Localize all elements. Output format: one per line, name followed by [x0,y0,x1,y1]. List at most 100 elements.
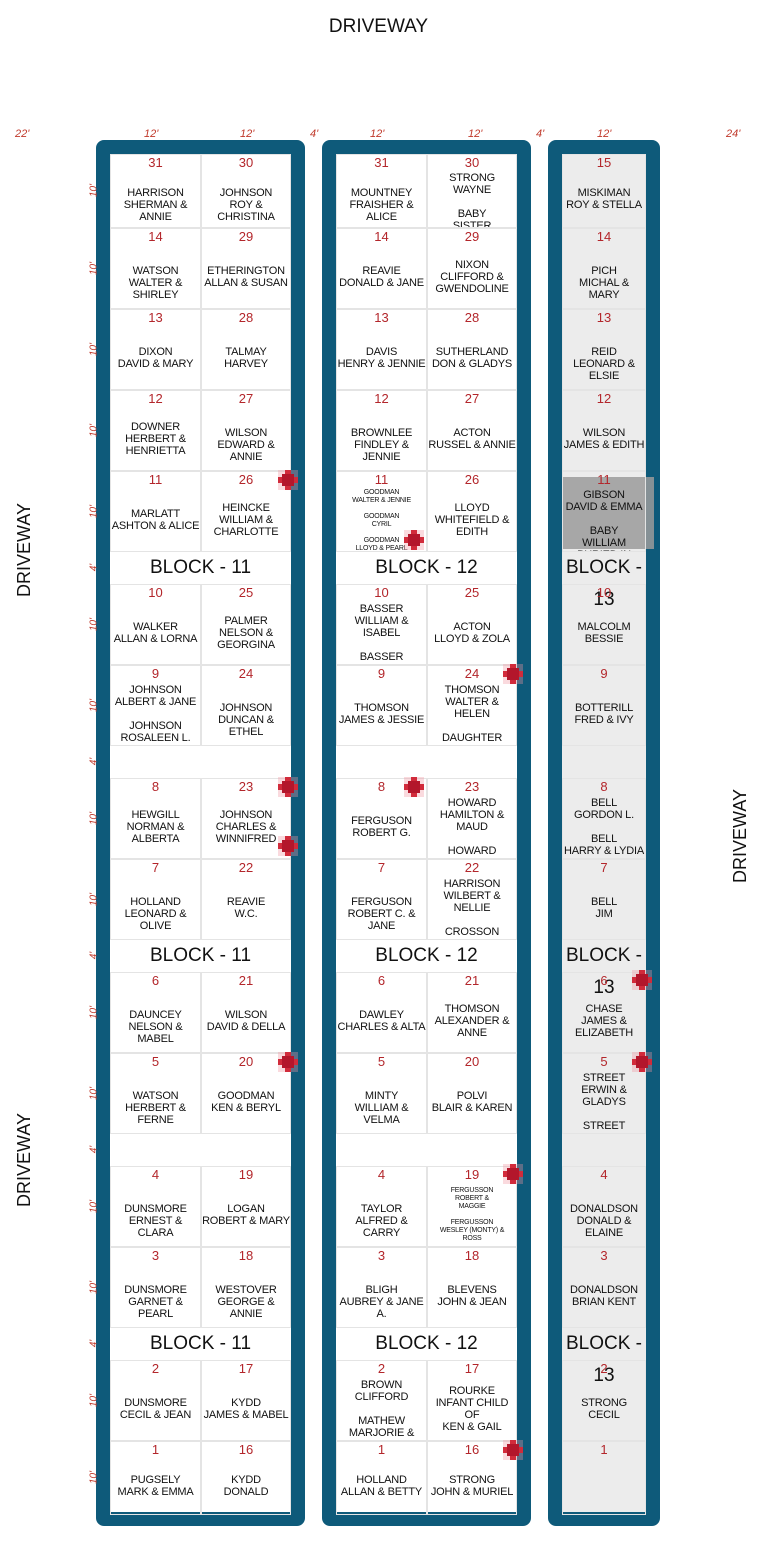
plot-names: KYDD JAMES & MABEL [203,1396,289,1421]
row-dimension: 10' [88,892,100,906]
block-label: BLOCK - 11 [149,557,252,578]
plot-number: 5 [151,1054,160,1069]
plot-cell[interactable]: 1 [562,1441,646,1515]
block-label: BLOCK - 13 [565,557,643,610]
plot-number: 14 [374,229,389,244]
plot-number: 27 [464,391,480,406]
plot-number: 12 [374,391,389,406]
plot-names: HEINCKE WILLIAM & CHARLOTTE [213,501,279,538]
dim-walk-1: 4' [310,128,319,140]
plot-number: 12 [148,391,163,406]
plot-names: JOHNSON CHARLES & WINNIFRED [215,808,277,845]
plot-number: 4 [377,1167,386,1182]
plot-number: 19 [238,1167,254,1182]
cross-marker-icon [278,1052,298,1072]
block-label: BLOCK - 13 [565,1333,643,1386]
plot-names: BLIGH AUBREY & JANE A. [339,1283,424,1320]
plot-names: REAVIE DONALD & JANE [339,264,424,289]
plot-number: 8 [377,779,386,794]
cross-marker-icon [278,777,298,797]
row-dimension: 10' [88,1086,100,1100]
row-dimension: 4' [88,563,100,572]
row-dimension: 10' [88,698,100,712]
plot-names: HOWARD HAMILTON & MAUD HOWARD EMILY MAY [439,796,505,859]
plot-number: 18 [464,1248,480,1263]
